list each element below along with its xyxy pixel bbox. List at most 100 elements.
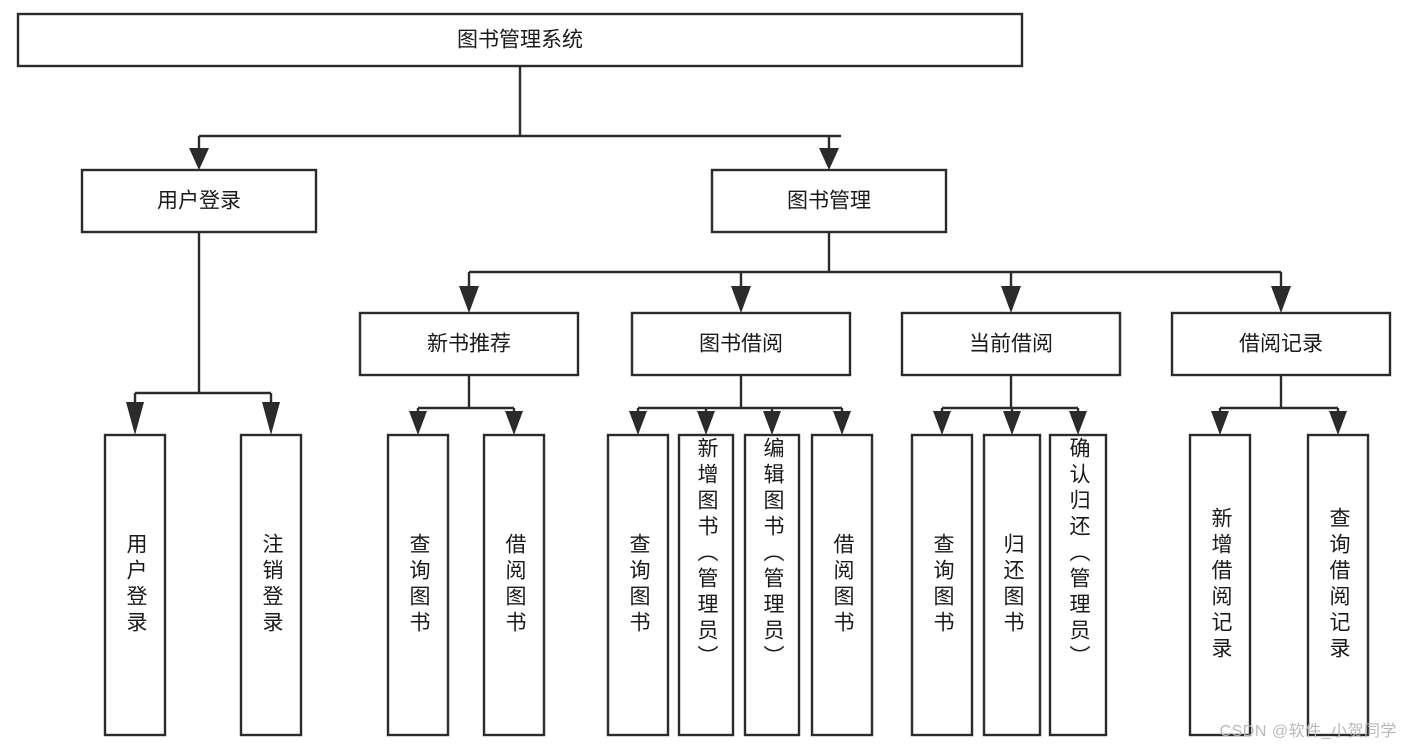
node-labelbox-leaf-user-login: 用户登录: [124, 533, 147, 637]
node-leaf-borrow-book-1[interactable]: 借阅图书: [482, 433, 546, 737]
node-label-leaf-add-book: 新增图书（管理员）: [695, 437, 718, 671]
node-label-borrow-record: 借阅记录: [1239, 333, 1323, 356]
node-label-leaf-query-book-1: 查询图书: [407, 533, 430, 637]
node-borrow-record[interactable]: 借阅记录: [1170, 311, 1392, 377]
arrow-head-new-book-rec: [459, 286, 479, 313]
node-book-borrow[interactable]: 图书借阅: [630, 311, 852, 377]
connector-group-book-manage: [459, 232, 1291, 313]
node-labelbox-leaf-logout: 注销登录: [260, 533, 283, 637]
node-leaf-query-book-2[interactable]: 查询图书: [606, 433, 670, 737]
node-label-leaf-logout: 注销登录: [260, 533, 283, 637]
node-box-book-manage[interactable]: [710, 168, 948, 234]
node-labelbox-leaf-query-book-1: 查询图书: [407, 533, 430, 637]
node-box-borrow-record[interactable]: [1170, 311, 1392, 377]
node-box-leaf-borrow-book-2[interactable]: [810, 433, 874, 737]
connector-group-root: [189, 66, 841, 170]
node-label-leaf-user-login: 用户登录: [124, 533, 147, 637]
node-label-leaf-query-record: 查询借阅记录: [1327, 507, 1350, 663]
node-box-current-borrow[interactable]: [900, 311, 1122, 377]
arrow-head-leaf-user-login: [126, 402, 144, 435]
node-box-leaf-query-record[interactable]: [1306, 433, 1370, 737]
connector-group-book-borrow: [629, 375, 851, 435]
node-label-new-book-rec: 新书推荐: [427, 333, 511, 356]
node-label-user-login: 用户登录: [157, 190, 241, 213]
node-book-manage[interactable]: 图书管理: [710, 168, 948, 234]
arrow-head-leaf-borrow-book-2: [833, 411, 851, 435]
node-labelbox-leaf-add-record: 新增借阅记录: [1209, 507, 1232, 663]
arrow-head-leaf-return-book: [1003, 411, 1021, 435]
node-labelbox-leaf-query-book-2: 查询图书: [627, 533, 650, 637]
node-label-leaf-query-book-3: 查询图书: [931, 533, 954, 637]
node-user-login[interactable]: 用户登录: [80, 168, 318, 234]
connector-group-new-book-rec: [409, 375, 523, 435]
node-labelbox-leaf-query-book-3: 查询图书: [931, 533, 954, 637]
node-labelbox-leaf-add-book: 新增图书（管理员）: [695, 437, 718, 671]
node-leaf-logout[interactable]: 注销登录: [239, 433, 303, 737]
arrow-head-book-manage: [819, 148, 839, 170]
arrow-head-leaf-query-book-3: [933, 411, 951, 435]
node-box-new-book-rec[interactable]: [358, 311, 580, 377]
node-label-leaf-return-book: 归还图书: [1001, 533, 1024, 637]
node-leaf-query-record[interactable]: 查询借阅记录: [1306, 433, 1370, 737]
node-leaf-borrow-book-2[interactable]: 借阅图书: [810, 433, 874, 737]
node-label-root: 图书管理系统: [457, 29, 583, 52]
node-box-leaf-query-book-2[interactable]: [606, 433, 670, 737]
arrow-head-leaf-query-record: [1329, 411, 1347, 435]
node-leaf-add-record[interactable]: 新增借阅记录: [1188, 433, 1252, 737]
arrow-head-borrow-record: [1271, 286, 1291, 313]
node-box-book-borrow[interactable]: [630, 311, 852, 377]
node-labelbox-leaf-borrow-book-2: 借阅图书: [831, 533, 854, 637]
node-box-leaf-return-book[interactable]: [982, 433, 1042, 737]
node-box-leaf-query-book-1[interactable]: [386, 433, 450, 737]
connector-group-user-login: [126, 232, 280, 435]
node-leaf-query-book-1[interactable]: 查询图书: [386, 433, 450, 737]
node-labelbox-leaf-query-record: 查询借阅记录: [1327, 507, 1350, 663]
node-leaf-edit-book[interactable]: 编辑图书（管理员）: [743, 433, 801, 737]
node-box-leaf-query-book-3[interactable]: [910, 433, 974, 737]
node-box-leaf-edit-book[interactable]: [743, 433, 801, 737]
node-box-leaf-add-book[interactable]: [677, 433, 735, 737]
connector-group-current-borrow: [933, 375, 1087, 435]
node-label-leaf-edit-book: 编辑图书（管理员）: [761, 437, 784, 671]
arrow-head-user-login: [189, 148, 209, 170]
node-box-user-login[interactable]: [80, 168, 318, 234]
arrow-head-leaf-query-book-2: [629, 411, 647, 435]
arrow-head-leaf-add-book: [697, 411, 715, 435]
node-box-leaf-add-record[interactable]: [1188, 433, 1252, 737]
node-box-root[interactable]: [16, 12, 1024, 68]
node-current-borrow[interactable]: 当前借阅: [900, 311, 1122, 377]
node-leaf-add-book[interactable]: 新增图书（管理员）: [677, 433, 735, 737]
node-root[interactable]: 图书管理系统: [16, 12, 1024, 68]
node-label-leaf-add-record: 新增借阅记录: [1209, 507, 1232, 663]
node-label-leaf-query-book-2: 查询图书: [627, 533, 650, 637]
node-leaf-return-book[interactable]: 归还图书: [982, 433, 1042, 737]
node-box-leaf-user-login[interactable]: [103, 433, 167, 737]
arrow-head-leaf-add-record: [1211, 411, 1229, 435]
node-labelbox-leaf-return-book: 归还图书: [1001, 533, 1024, 637]
node-labelbox-leaf-borrow-book-1: 借阅图书: [503, 533, 526, 637]
node-box-leaf-logout[interactable]: [239, 433, 303, 737]
connector-group-borrow-record: [1211, 375, 1347, 435]
csdn-watermark: CSDN @软件_小贺同学: [1219, 723, 1397, 740]
node-label-book-borrow: 图书借阅: [699, 333, 783, 356]
node-label-current-borrow: 当前借阅: [969, 333, 1053, 356]
node-new-book-rec[interactable]: 新书推荐: [358, 311, 580, 377]
arrow-head-leaf-query-book-1: [409, 411, 427, 435]
arrow-head-current-borrow: [1001, 286, 1021, 313]
node-box-leaf-confirm-return[interactable]: [1048, 433, 1108, 737]
node-labelbox-leaf-confirm-return: 确认归还（管理员）: [1067, 437, 1090, 671]
node-leaf-query-book-3[interactable]: 查询图书: [910, 433, 974, 737]
node-box-leaf-borrow-book-1[interactable]: [482, 433, 546, 737]
arrow-head-leaf-confirm-return: [1069, 411, 1087, 435]
node-leaf-user-login[interactable]: 用户登录: [103, 433, 167, 737]
node-labelbox-leaf-edit-book: 编辑图书（管理员）: [761, 437, 784, 671]
arrow-head-leaf-borrow-book-1: [505, 411, 523, 435]
node-leaf-confirm-return[interactable]: 确认归还（管理员）: [1048, 433, 1108, 737]
node-label-book-manage: 图书管理: [787, 190, 871, 213]
node-label-leaf-borrow-book-1: 借阅图书: [503, 533, 526, 637]
node-label-leaf-borrow-book-2: 借阅图书: [831, 533, 854, 637]
arrow-head-leaf-logout: [262, 402, 280, 435]
node-label-leaf-confirm-return: 确认归还（管理员）: [1067, 437, 1090, 671]
